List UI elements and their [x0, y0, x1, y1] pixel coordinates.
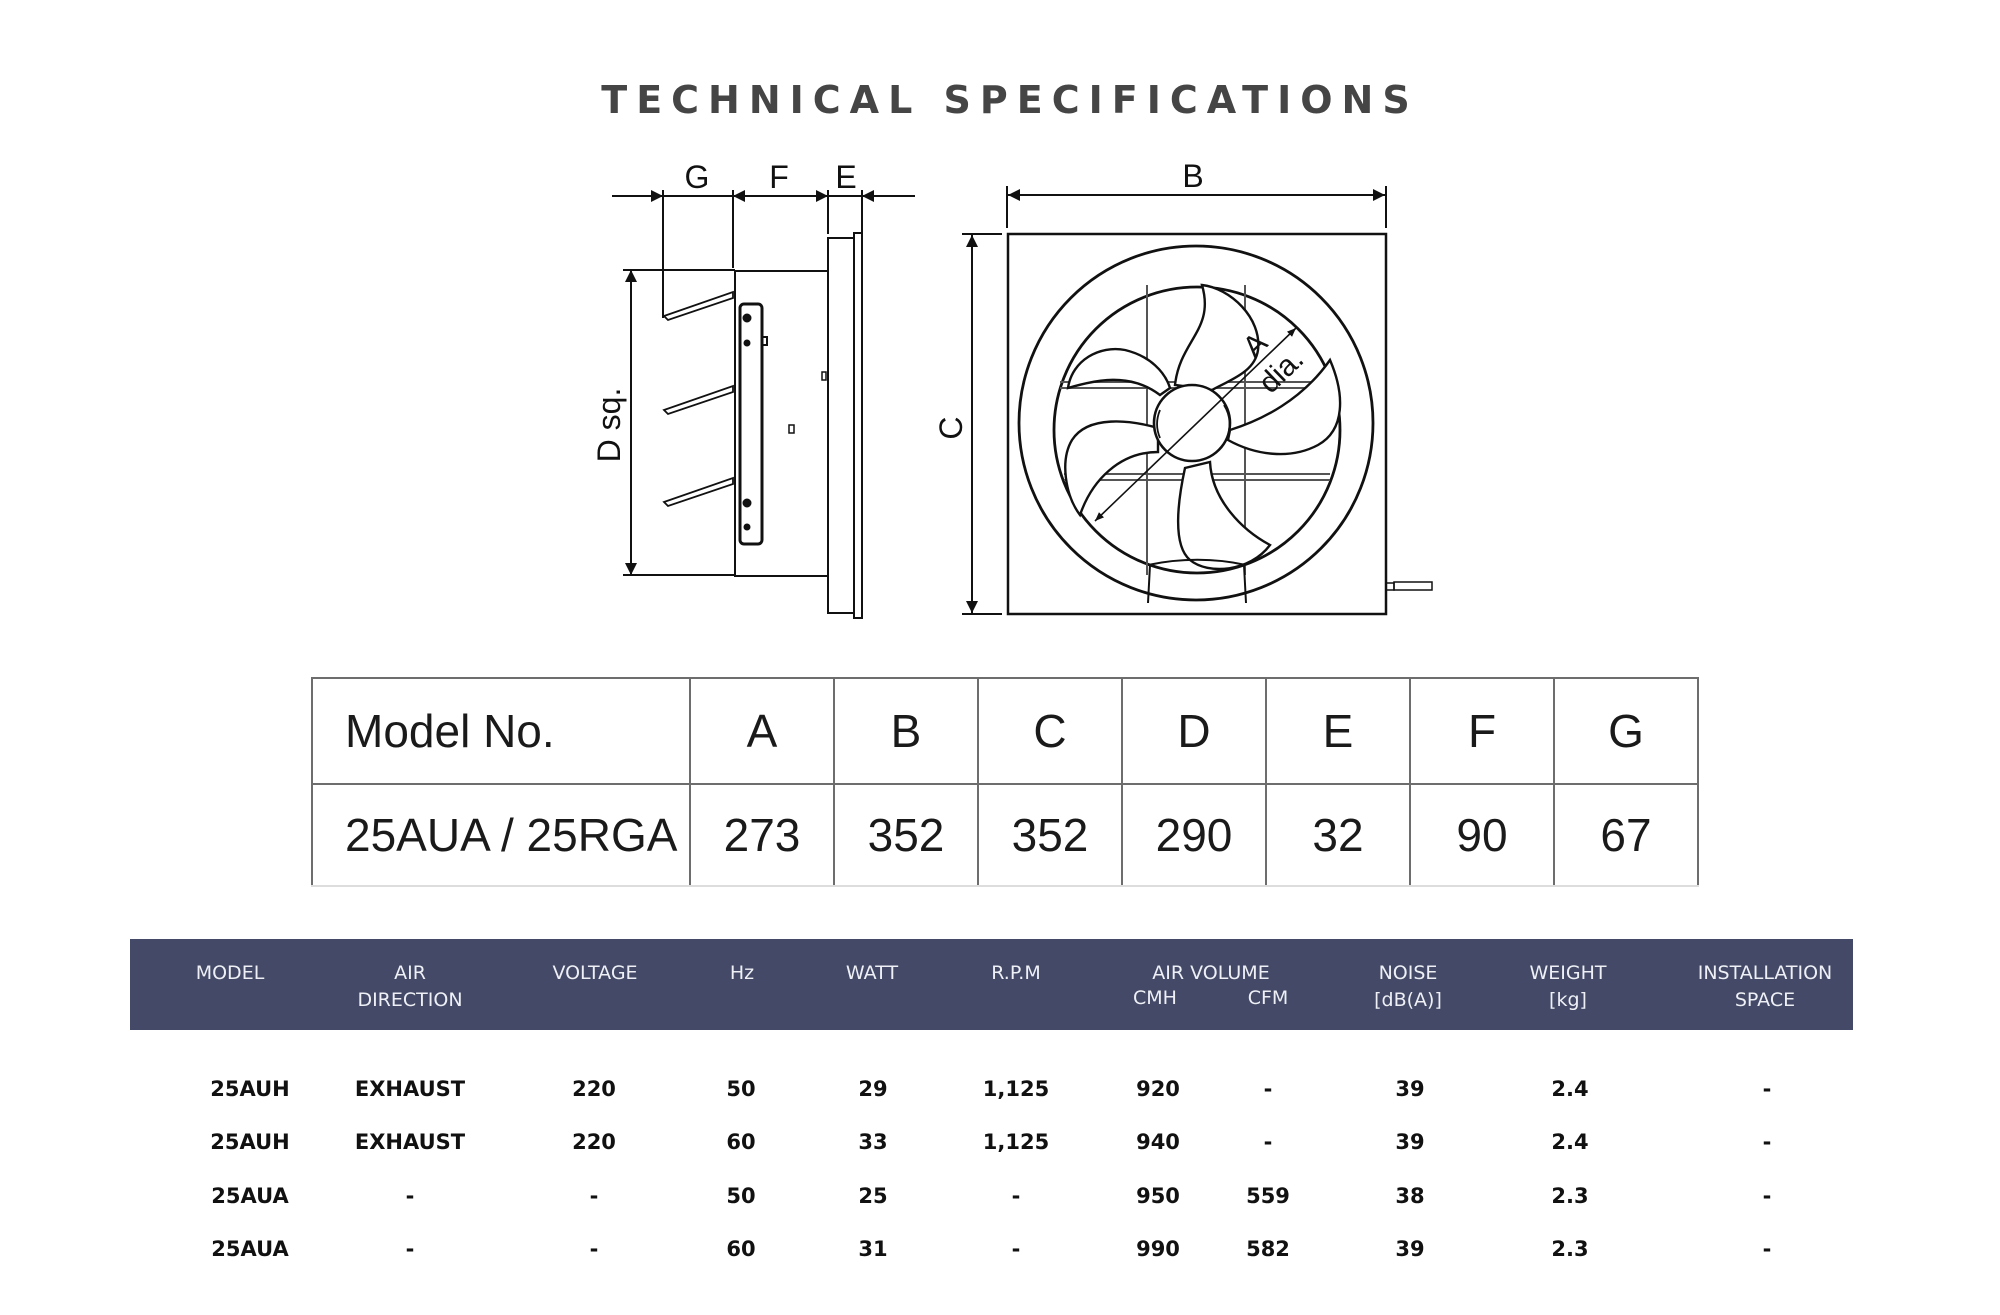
header-voltage: VOLTAGE [552, 962, 638, 984]
table-row: 25AUH EXHAUST 220 50 29 1,125 920 - 39 2… [0, 1077, 2000, 1107]
cell-cfm: - [1263, 1077, 1273, 1101]
cell-voltage: 220 [572, 1130, 616, 1154]
cell-cfm: 559 [1246, 1184, 1290, 1208]
dimension-table: Model No. A B C D E F G 25AUA / 25RGA 27… [311, 677, 1699, 885]
cell-hz: 60 [726, 1130, 756, 1154]
cell-cfm: 582 [1246, 1237, 1290, 1261]
front-view [962, 186, 1433, 616]
cell-voltage: - [589, 1184, 599, 1208]
header-rpm: R.P.M [991, 962, 1041, 984]
cell-installation: - [1762, 1077, 1772, 1101]
cell-cfm: - [1263, 1130, 1273, 1154]
header-cmh: CMH [1133, 987, 1177, 1009]
cell-f: 90 [1409, 783, 1555, 885]
cell-weight: 2.4 [1551, 1077, 1589, 1101]
table-row: 25AUA - - 50 25 - 950 559 38 2.3 - [0, 1184, 2000, 1214]
cell-model: 25AUA [211, 1184, 289, 1208]
page-title: TECHNICAL SPECIFICATIONS [601, 78, 1419, 122]
dim-label-d: D sq. [591, 388, 627, 463]
table-row: 25AUA / 25RGA 273 352 352 290 32 90 67 [311, 783, 1699, 885]
cell-installation: - [1762, 1184, 1772, 1208]
cell-watt: 25 [858, 1184, 888, 1208]
dim-label-b: B [1182, 158, 1203, 194]
cell-noise: 39 [1395, 1130, 1425, 1154]
table-row: 25AUA - - 60 31 - 990 582 39 2.3 - [0, 1237, 2000, 1267]
table-row: 25AUH EXHAUST 220 60 33 1,125 940 - 39 2… [0, 1130, 2000, 1160]
cell-weight: 2.4 [1551, 1130, 1589, 1154]
cell-air-direction: - [405, 1184, 415, 1208]
cell-d: 290 [1121, 783, 1267, 885]
header-e: E [1265, 677, 1411, 785]
cell-air-direction: - [405, 1237, 415, 1261]
cell-installation: - [1762, 1237, 1772, 1261]
fan-technical-drawing: D sq. G F E [591, 158, 1433, 619]
cell-watt: 31 [858, 1237, 888, 1261]
cell-rpm: - [1011, 1184, 1021, 1208]
cell-installation: - [1762, 1130, 1772, 1154]
header-g: G [1553, 677, 1699, 785]
cell-b: 352 [833, 783, 979, 885]
cell-c: 352 [977, 783, 1123, 885]
header-d: D [1121, 677, 1267, 785]
side-view [612, 190, 915, 619]
dim-label-f: F [769, 159, 789, 195]
cell-a: 273 [689, 783, 835, 885]
header-watt: WATT [845, 962, 899, 984]
cell-model: 25AUH [210, 1130, 290, 1154]
cell-model: 25AUH [210, 1077, 290, 1101]
cell-rpm: - [1011, 1237, 1021, 1261]
table-bottom-rule [311, 885, 1699, 887]
header-f: F [1409, 677, 1555, 785]
header-cfm: CFM [1247, 987, 1289, 1009]
cell-noise: 39 [1395, 1237, 1425, 1261]
cell-cmh: 950 [1136, 1184, 1180, 1208]
header-model-no: Model No. [311, 677, 691, 785]
header-hz: Hz [729, 962, 755, 984]
dimension-table-header-row: Model No. A B C D E F G [311, 677, 1699, 785]
cell-rpm: 1,125 [982, 1077, 1050, 1101]
cell-air-direction: EXHAUST [354, 1077, 466, 1101]
header-c: C [977, 677, 1123, 785]
header-b: B [833, 677, 979, 785]
cell-watt: 33 [858, 1130, 888, 1154]
cell-g: 67 [1553, 783, 1699, 885]
header-model: MODEL [195, 962, 265, 984]
cell-weight: 2.3 [1551, 1184, 1589, 1208]
dim-label-c: C [933, 416, 969, 439]
header-weight: WEIGHT[kg] [1529, 962, 1607, 1011]
header-air-volume: AIR VOLUME [1152, 962, 1270, 984]
header-a: A [689, 677, 835, 785]
cell-rpm: 1,125 [982, 1130, 1050, 1154]
cell-hz: 50 [726, 1184, 756, 1208]
cell-hz: 50 [726, 1077, 756, 1101]
dim-label-g: G [685, 159, 710, 195]
cell-cmh: 990 [1136, 1237, 1180, 1261]
cell-cmh: 920 [1136, 1077, 1180, 1101]
cell-cmh: 940 [1136, 1130, 1180, 1154]
cell-noise: 39 [1395, 1077, 1425, 1101]
dim-label-e: E [835, 159, 856, 195]
cell-weight: 2.3 [1551, 1237, 1589, 1261]
cell-air-direction: EXHAUST [354, 1130, 466, 1154]
cell-hz: 60 [726, 1237, 756, 1261]
cell-voltage: - [589, 1237, 599, 1261]
header-noise: NOISE[dB(A)] [1374, 962, 1442, 1011]
cell-voltage: 220 [572, 1077, 616, 1101]
cell-model: 25AUA / 25RGA [311, 783, 691, 885]
cell-e: 32 [1265, 783, 1411, 885]
cell-watt: 29 [858, 1077, 888, 1101]
cell-model: 25AUA [211, 1237, 289, 1261]
cell-noise: 38 [1395, 1184, 1425, 1208]
